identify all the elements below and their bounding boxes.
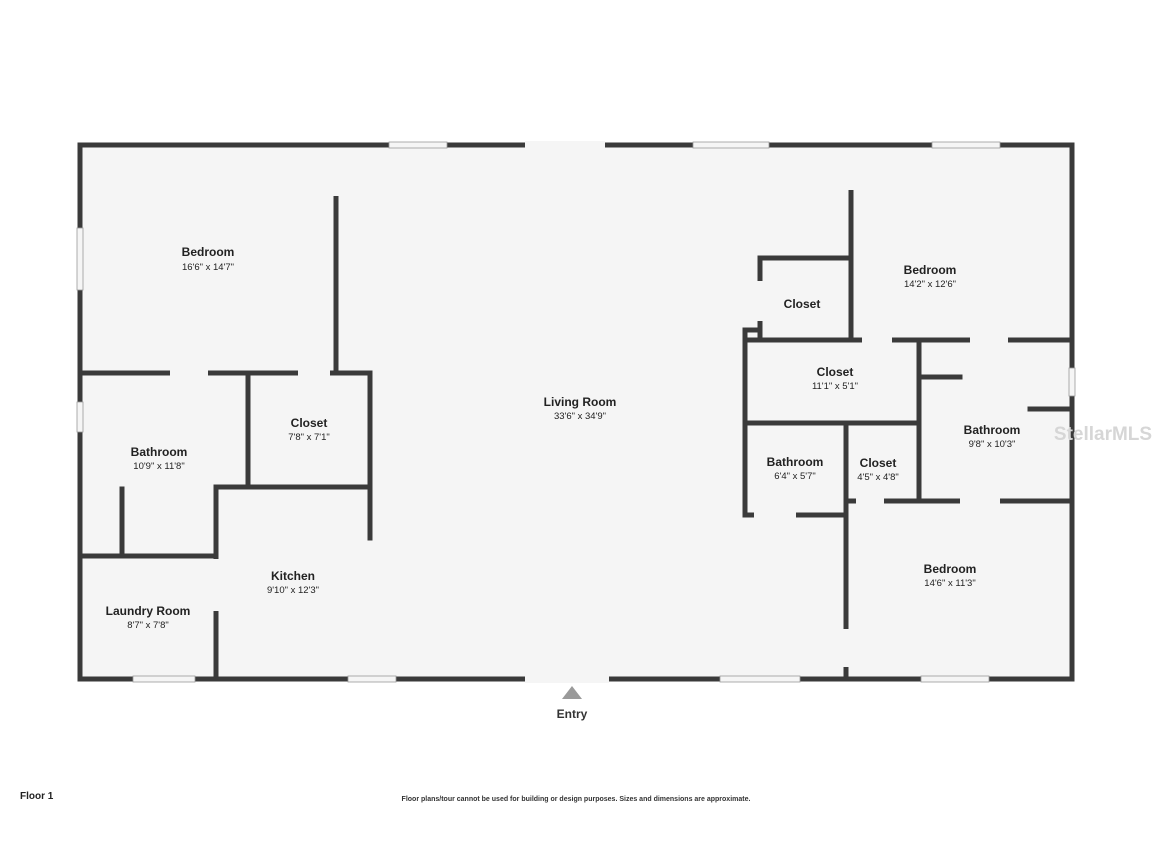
- entry-label: Entry: [557, 707, 588, 721]
- floor-area: [80, 145, 1072, 679]
- entry-arrow-icon: [562, 686, 582, 699]
- room-name: Living Room: [544, 395, 617, 409]
- doorway: [298, 369, 330, 377]
- room-dimensions: 33'6" x 34'9": [554, 411, 606, 422]
- disclaimer-text: Floor plans/tour cannot be used for buil…: [401, 796, 751, 803]
- room-living-room: Living Room 33'6" x 34'9": [544, 395, 617, 422]
- room-name: Closet: [291, 416, 328, 430]
- room-bathroom-west: Bathroom 10'9" x 11'8": [131, 445, 188, 472]
- window: [920, 675, 990, 683]
- doorway: [756, 281, 764, 321]
- room-dimensions: 14'6" x 11'3": [924, 578, 975, 589]
- room-dimensions: 7'8" x 7'1": [288, 432, 330, 443]
- room-dimensions: 11'1" x 5'1": [812, 381, 858, 392]
- room-closet-west: Closet 7'8" x 7'1": [288, 416, 330, 443]
- room-bedroom-se: Bedroom 14'6" x 11'3": [924, 562, 977, 589]
- doorway: [842, 629, 850, 667]
- room-dimensions: 14'2" x 12'6": [904, 279, 956, 290]
- room-dimensions: 16'6" x 14'7": [182, 262, 234, 273]
- room-bathroom-small: Bathroom 6'4" x 5'7": [767, 455, 824, 482]
- window: [76, 401, 84, 433]
- doorway: [970, 336, 1008, 344]
- window: [388, 141, 448, 149]
- window: [76, 227, 84, 291]
- doorway: [170, 369, 208, 377]
- window: [931, 141, 1001, 149]
- window: [719, 675, 801, 683]
- window: [692, 141, 770, 149]
- doorway: [856, 497, 884, 505]
- room-dimensions: 8'7" x 7'8": [127, 620, 169, 631]
- room-name: Closet: [784, 297, 821, 311]
- room-name: Kitchen: [271, 569, 315, 583]
- doorway: [332, 148, 340, 196]
- room-name: Closet: [817, 365, 854, 379]
- doorway: [862, 336, 892, 344]
- doorway: [960, 497, 1000, 505]
- watermark-logo: StellarMLS: [1054, 424, 1152, 445]
- doorway: [212, 559, 220, 611]
- room-name: Laundry Room: [106, 604, 191, 618]
- room-name: Closet: [860, 456, 897, 470]
- room-name: Bathroom: [964, 423, 1021, 437]
- room-closet-mid: Closet 11'1" x 5'1": [812, 365, 858, 392]
- doorway: [525, 675, 609, 683]
- room-bedroom-ne: Bedroom 14'2" x 12'6": [904, 263, 957, 290]
- room-name: Bathroom: [131, 445, 188, 459]
- room-kitchen: Kitchen 9'10" x 12'3": [267, 569, 319, 596]
- openings: [76, 141, 1076, 683]
- window: [347, 675, 397, 683]
- room-dimensions: 6'4" x 5'7": [774, 471, 816, 482]
- room-dimensions: 10'9" x 11'8": [133, 461, 184, 472]
- room-bedroom-nw: Bedroom 16'6" x 14'7": [182, 245, 235, 273]
- room-name: Bedroom: [904, 263, 957, 277]
- window: [132, 675, 196, 683]
- room-name: Bedroom: [182, 245, 235, 259]
- room-name: Bedroom: [924, 562, 977, 576]
- doorway: [754, 511, 796, 519]
- doorway: [525, 141, 605, 149]
- room-name: Bathroom: [767, 455, 824, 469]
- doorway: [847, 148, 855, 190]
- room-bathroom-east: Bathroom 9'8" x 10'3": [964, 423, 1021, 450]
- room-dimensions: 9'8" x 10'3": [969, 439, 1016, 450]
- room-closet-upper: Closet: [784, 297, 821, 311]
- room-dimensions: 9'10" x 12'3": [267, 585, 319, 596]
- floor-label: Floor 1: [20, 791, 54, 802]
- window: [1068, 367, 1076, 397]
- room-closet-small: Closet 4'5" x 4'8": [857, 456, 899, 483]
- room-laundry-room: Laundry Room 8'7" x 7'8": [106, 604, 191, 631]
- room-dimensions: 4'5" x 4'8": [857, 472, 899, 483]
- doorways: [170, 141, 1008, 683]
